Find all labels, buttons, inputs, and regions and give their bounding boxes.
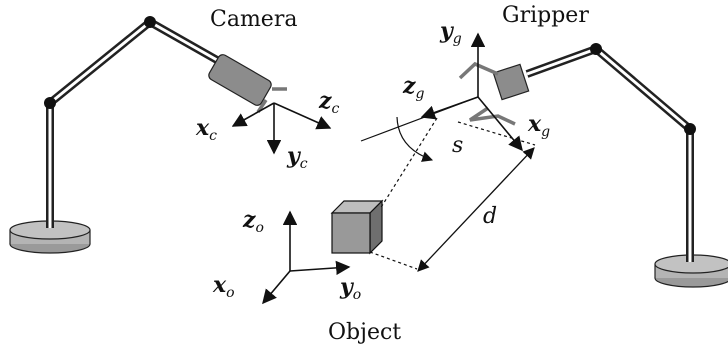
rotation-label: s xyxy=(452,133,463,158)
gripper-body xyxy=(458,61,530,126)
left-robot-base xyxy=(9,220,91,254)
right-robot-base xyxy=(654,254,728,288)
gripper-x-axis-label: xg xyxy=(527,111,550,140)
distance-d: d xyxy=(417,147,535,272)
object-frame: zo xo yo xyxy=(212,207,361,305)
object-y-axis-label: yo xyxy=(339,274,361,303)
gripper-y-axis-label: yg xyxy=(439,18,462,47)
left-robot-joint-2 xyxy=(144,16,156,28)
right-robot-joint-2 xyxy=(590,43,602,55)
guide-lines xyxy=(369,117,536,270)
right-robot-links xyxy=(525,45,694,262)
left-robot-joint-1 xyxy=(44,97,56,109)
camera-x-axis-label: xc xyxy=(195,115,217,144)
camera-frame: xc yc zc xyxy=(195,88,340,172)
right-robot-joint-1 xyxy=(684,123,696,135)
object-cube xyxy=(330,199,384,255)
gripper-frame: yg zg xg xyxy=(360,18,550,152)
right-robot-arm xyxy=(458,43,728,288)
camera-body xyxy=(208,54,287,113)
left-robot-links xyxy=(46,18,226,228)
camera-label: Camera xyxy=(210,7,297,32)
distance-label: d xyxy=(483,204,497,229)
camera-y-axis-label: yc xyxy=(286,143,308,172)
left-robot-arm xyxy=(9,16,287,254)
object-label: Object xyxy=(328,320,401,345)
gripper-label: Gripper xyxy=(502,3,589,28)
gripper-z-axis-label: zg xyxy=(402,73,425,102)
object-z-axis-label: zo xyxy=(242,207,264,236)
camera-z-axis-label: zc xyxy=(318,88,340,117)
object-x-axis-label: xo xyxy=(212,272,235,301)
